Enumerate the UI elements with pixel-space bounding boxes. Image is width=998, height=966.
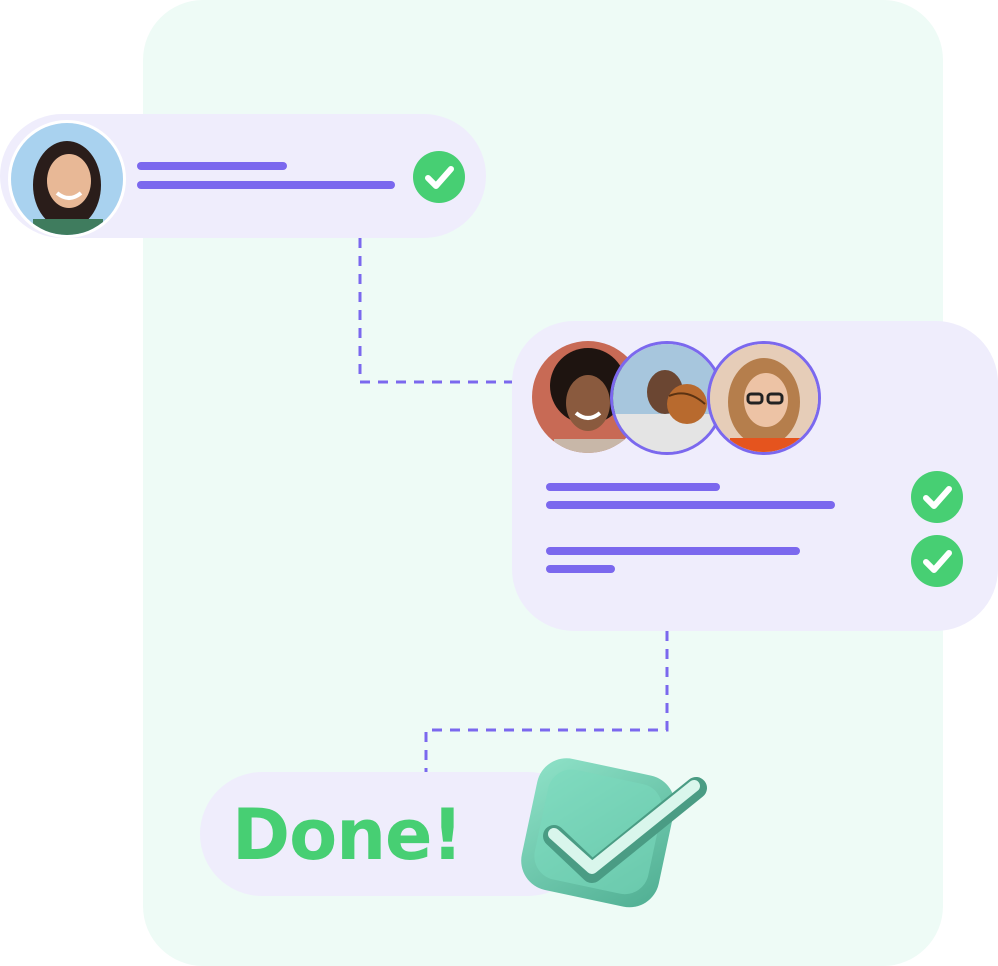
text-line-long [546,547,800,555]
avatar [707,341,821,455]
check-circle-icon [413,151,465,203]
done-card [200,772,590,896]
text-line-long [137,181,395,189]
done-label: Done! [232,794,463,876]
text-line-short [546,483,720,491]
text-line-short [137,162,287,170]
step-card-single[interactable] [0,114,486,238]
text-line-short [546,565,615,573]
checkbox-3d-icon [521,758,707,908]
text-line-long [546,501,835,509]
check-circle-icon [911,535,963,587]
check-circle-icon [911,471,963,523]
step-card-group[interactable] [512,321,998,631]
avatar [8,120,126,238]
